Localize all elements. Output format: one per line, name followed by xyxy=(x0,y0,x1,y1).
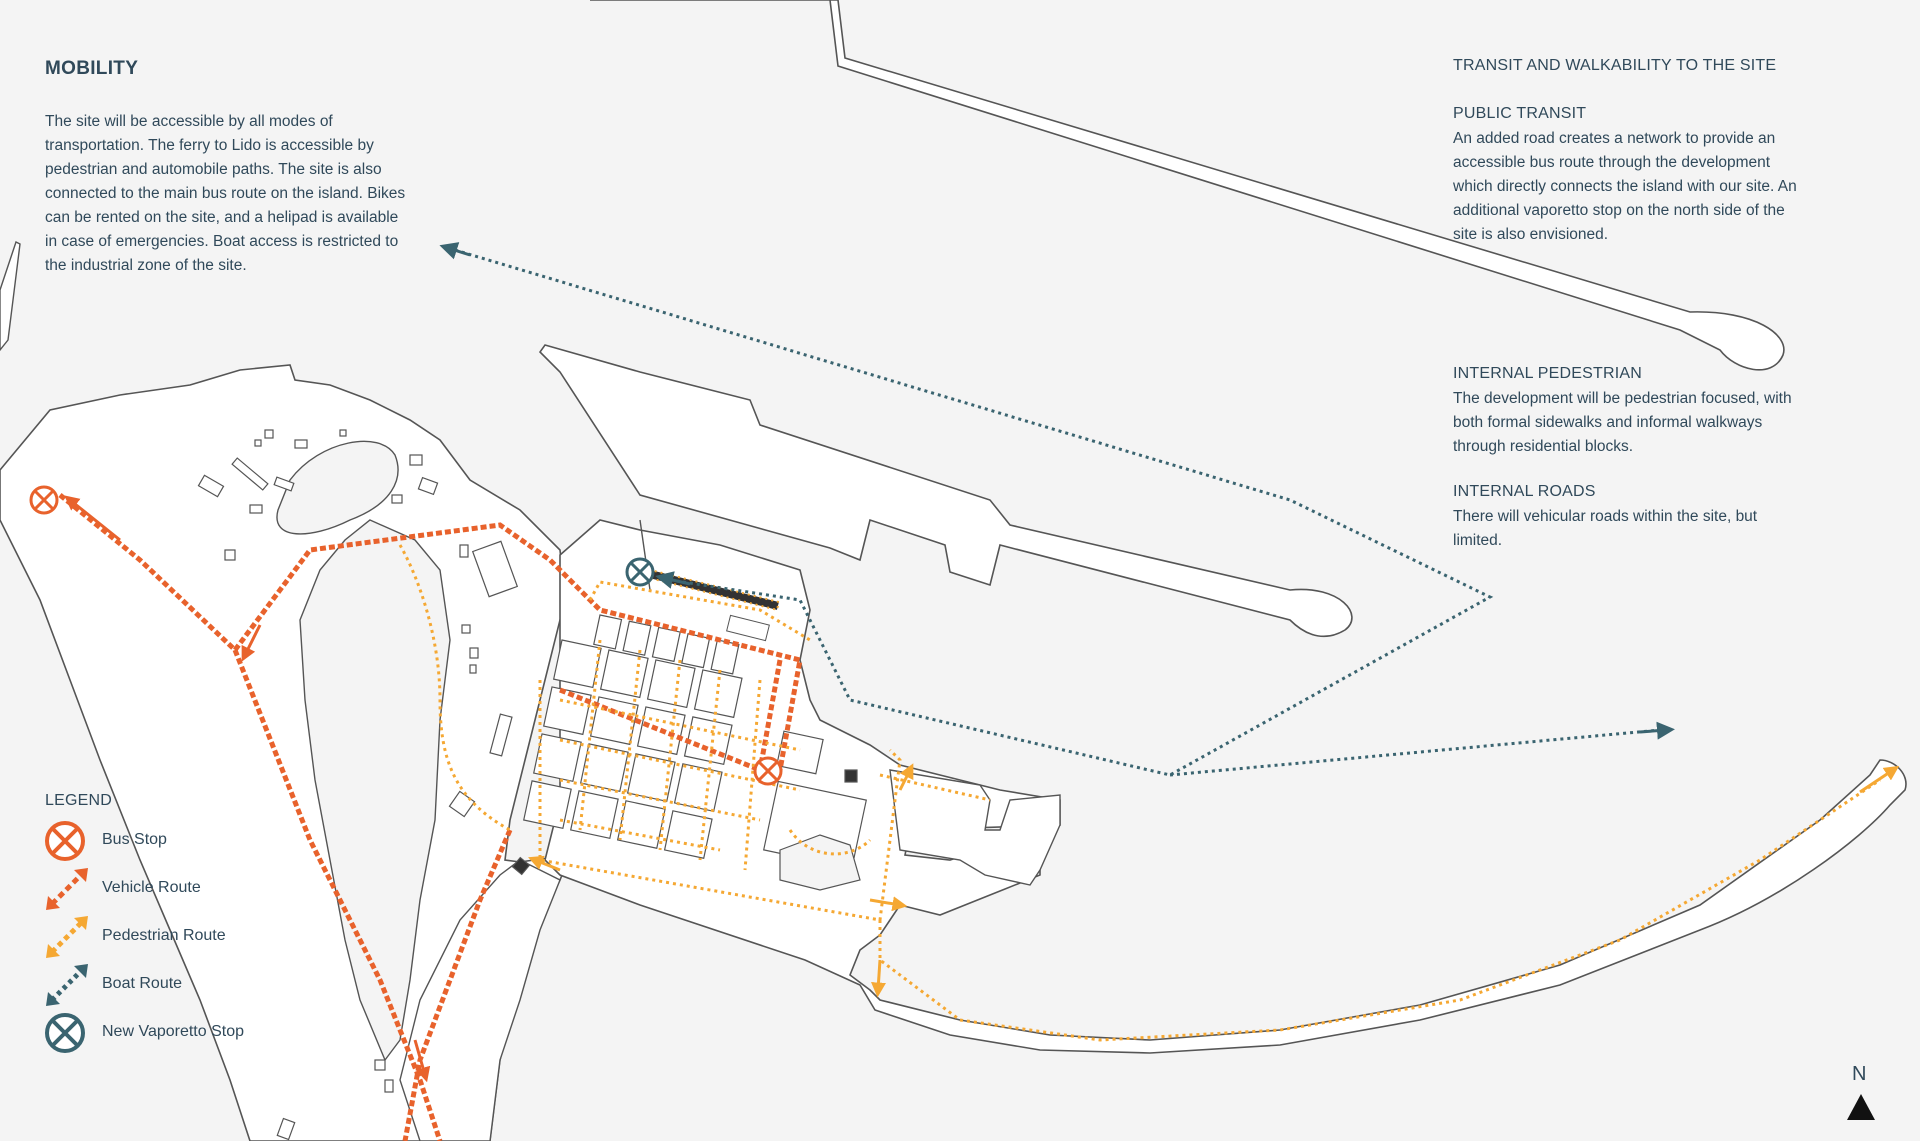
mobility-title: MOBILITY xyxy=(45,58,139,79)
north-breakwater xyxy=(590,0,1785,371)
vehicle-route-icon xyxy=(46,868,88,910)
vaporetto-dock xyxy=(639,519,781,642)
mobility-line: can be rented on the site, and a helipad… xyxy=(45,209,399,226)
boat-routes xyxy=(454,248,1661,777)
legend-label: Pedestrian Route xyxy=(102,927,226,944)
internal-roads-heading: INTERNAL ROADS xyxy=(1453,483,1596,500)
mobility-line: pedestrian and automobile paths. The sit… xyxy=(45,161,382,178)
legend-label: Vehicle Route xyxy=(102,879,201,896)
west-pier xyxy=(0,241,21,352)
map-vaporetto-stop xyxy=(625,557,655,587)
boat-route-arrows xyxy=(439,242,1675,740)
mobility-line: connected to the main bus route on the i… xyxy=(45,185,406,202)
map-bus-stop-site xyxy=(753,756,783,786)
public-transit-line: site is also envisioned. xyxy=(1453,226,1609,243)
legend-bus-stop: Bus Stop xyxy=(44,818,304,864)
north-label: N xyxy=(1852,1063,1867,1085)
legend-label: New Vaporetto Stop xyxy=(102,1023,245,1040)
legend-label: Boat Route xyxy=(102,975,183,992)
public-transit-line: additional vaporetto stop on the north s… xyxy=(1453,202,1785,219)
public-transit-description: An added road creates a network to provi… xyxy=(1453,127,1893,247)
map-bus-stop-west xyxy=(29,485,59,515)
vehicle-route-arrows xyxy=(64,495,431,1083)
internal-pedestrian-line: The development will be pedestrian focus… xyxy=(1453,390,1792,407)
legend-boat-route: Boat Route xyxy=(44,962,304,1008)
vaporetto-stop-icon xyxy=(45,1013,85,1053)
internal-roads-line: limited. xyxy=(1453,532,1503,549)
public-transit-heading: PUBLIC TRANSIT xyxy=(1453,105,1587,122)
pedestrian-route-arrows xyxy=(528,763,1900,998)
legend-title: LEGEND xyxy=(45,792,112,809)
west-buildings xyxy=(197,429,531,1141)
internal-pedestrian-description: The development will be pedestrian focus… xyxy=(1453,387,1893,459)
legend-pedestrian-route: Pedestrian Route xyxy=(44,914,304,960)
mobility-description: The site will be accessible by all modes… xyxy=(45,110,465,278)
bus-stop-icon xyxy=(45,821,85,861)
internal-roads-line: There will vehicular roads within the si… xyxy=(1453,508,1758,525)
vehicle-routes xyxy=(58,493,803,1141)
public-transit-line: An added road creates a network to provi… xyxy=(1453,130,1776,147)
legend-label: Bus Stop xyxy=(102,831,167,848)
middle-pier xyxy=(538,344,1353,638)
north-arrow-icon xyxy=(1847,1094,1875,1120)
mobility-line: The site will be accessible by all modes… xyxy=(45,113,333,130)
pond xyxy=(276,440,399,535)
legend-vehicle-route: Vehicle Route xyxy=(44,866,304,912)
transit-title: TRANSIT AND WALKABILITY TO THE SITE xyxy=(1453,57,1777,74)
public-transit-line: accessible bus route through the develop… xyxy=(1453,154,1771,171)
public-transit-line: which directly connects the island with … xyxy=(1453,178,1797,195)
internal-roads-description: There will vehicular roads within the si… xyxy=(1453,505,1893,553)
internal-pedestrian-line: both formal sidewalks and informal walkw… xyxy=(1453,414,1763,431)
mobility-line: transportation. The ferry to Lido is acc… xyxy=(45,137,374,154)
legend-vaporetto-stop: New Vaporetto Stop xyxy=(44,1010,304,1056)
mobility-line: in case of emergencies. Boat access is r… xyxy=(45,233,399,250)
east-terminal xyxy=(889,769,1061,886)
south-island xyxy=(399,859,561,1141)
internal-pedestrian-heading: INTERNAL PEDESTRIAN xyxy=(1453,365,1643,382)
boat-route-icon xyxy=(46,964,88,1006)
pedestrian-route-icon xyxy=(46,916,88,958)
mobility-line: the industrial zone of the site. xyxy=(45,257,247,274)
internal-pedestrian-line: through residential blocks. xyxy=(1453,438,1634,455)
